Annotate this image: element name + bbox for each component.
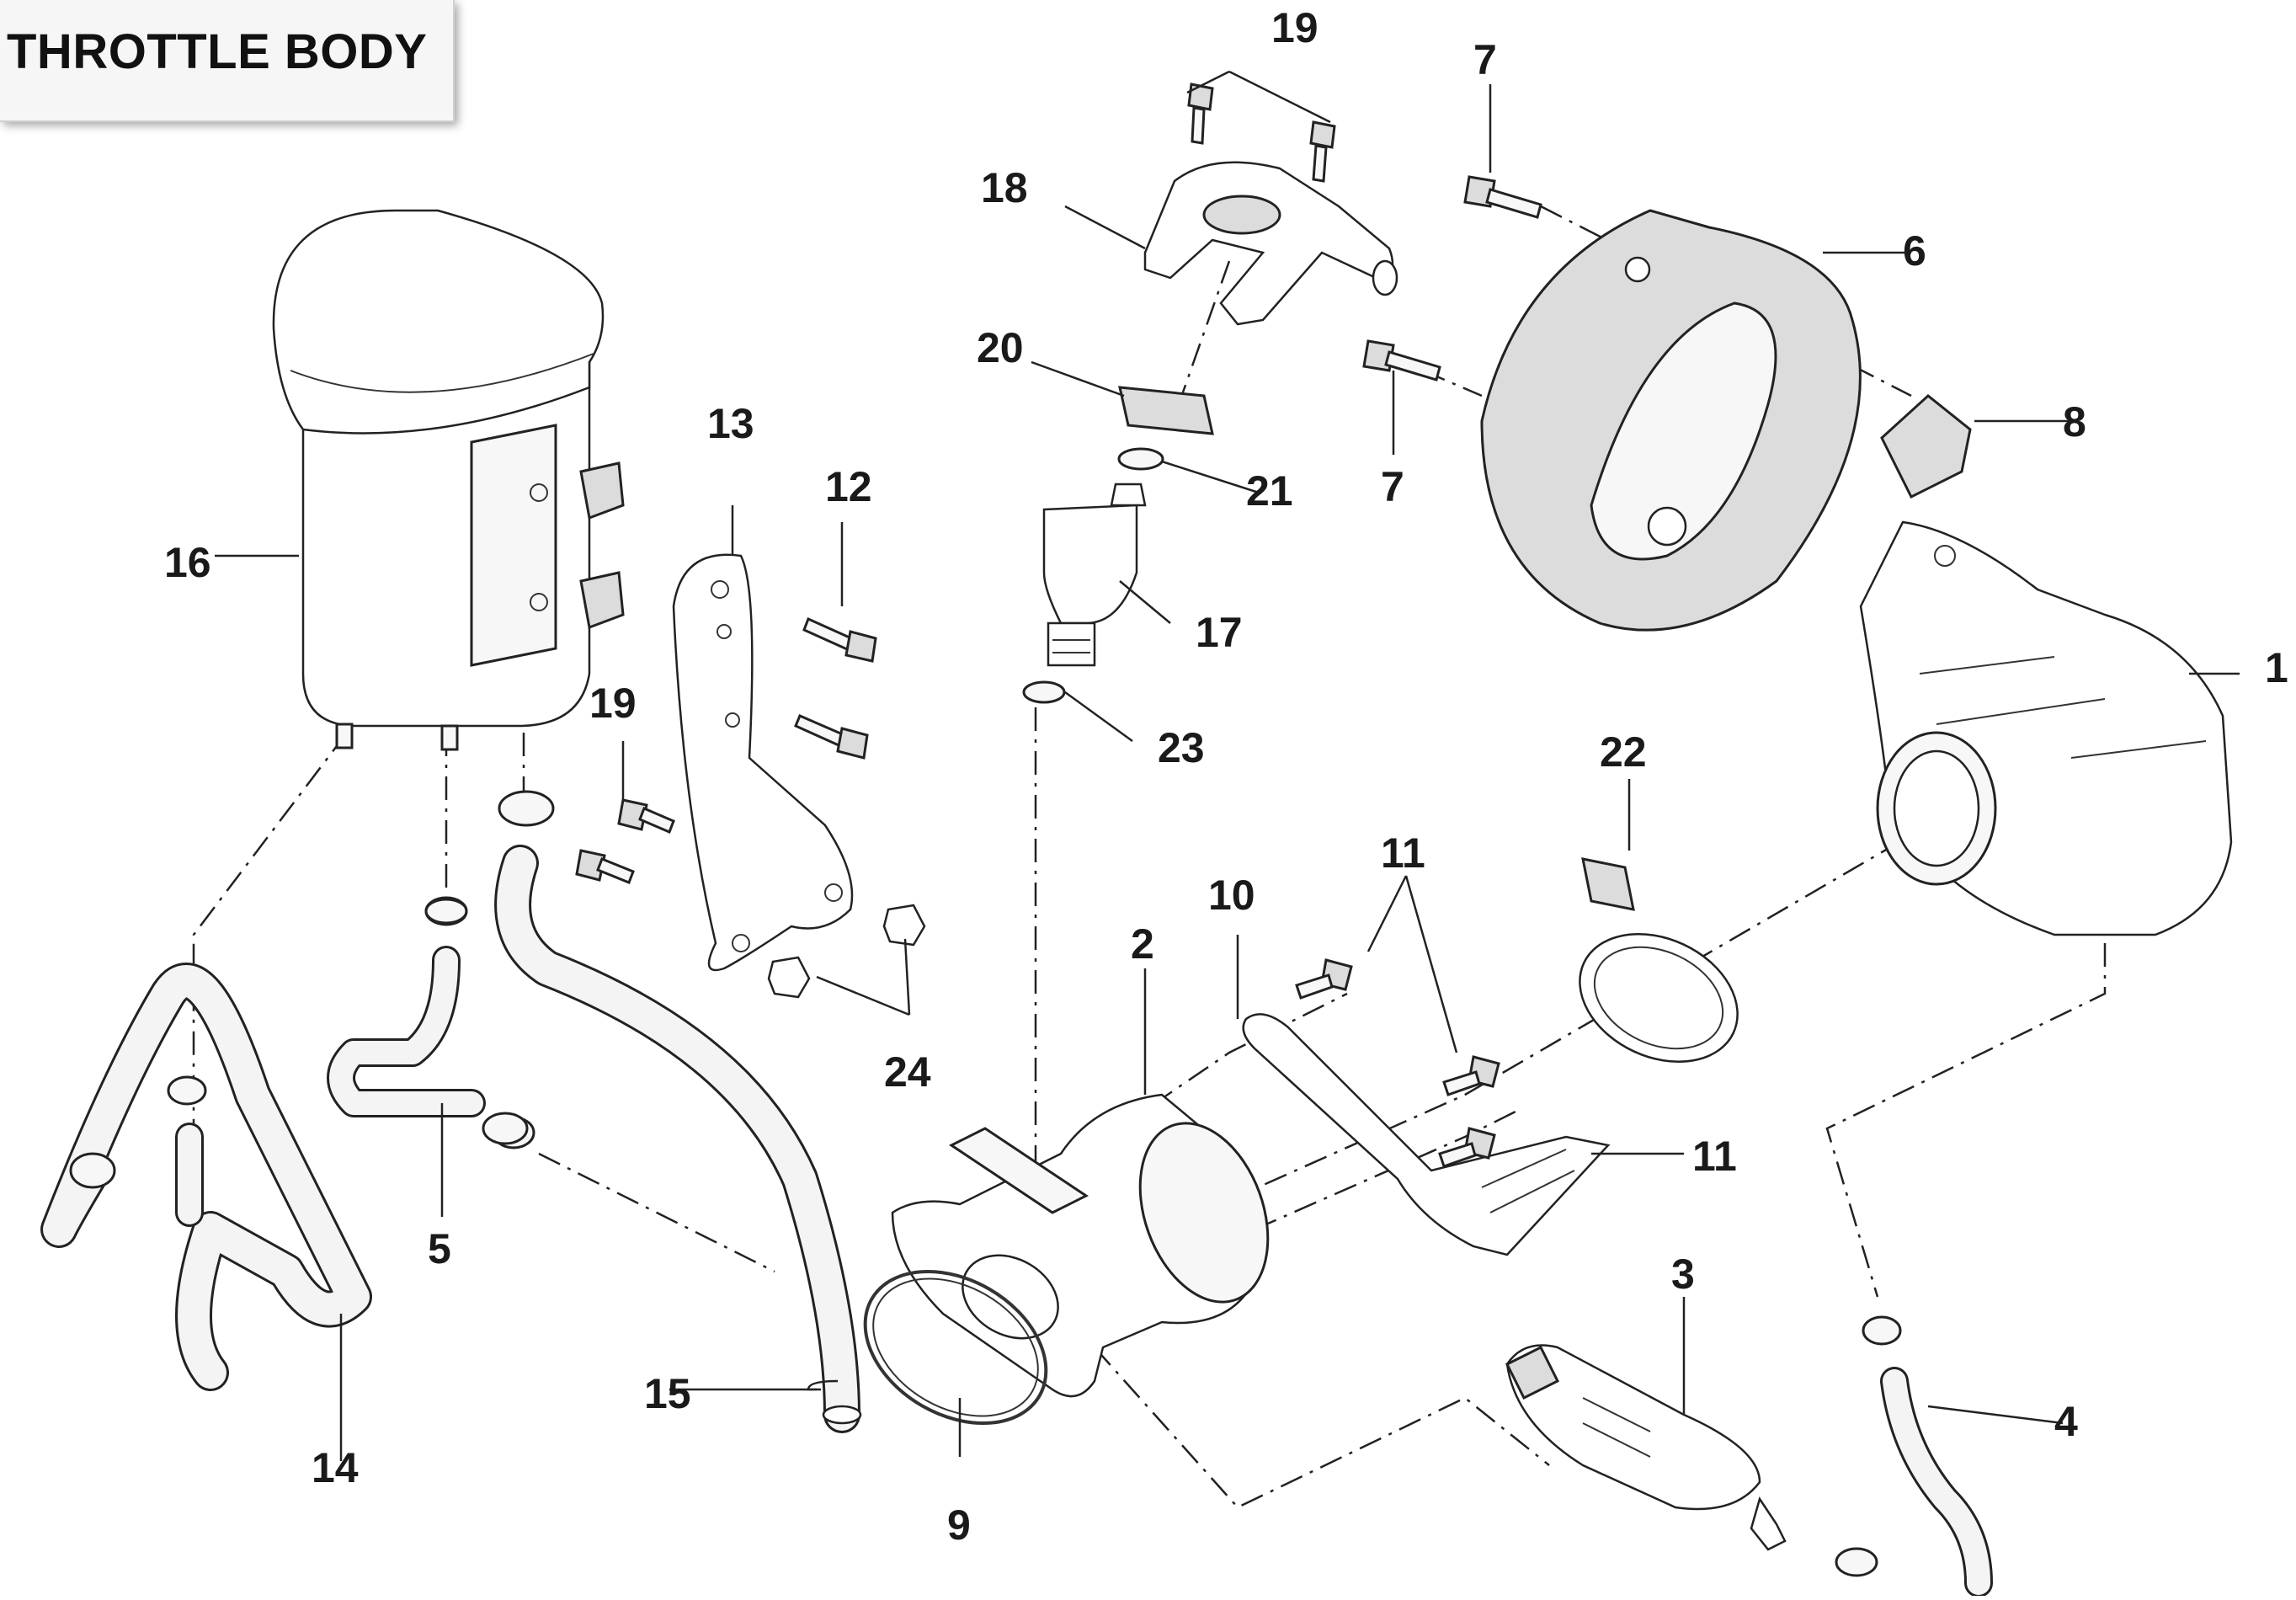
callout-12: 12 (825, 463, 872, 510)
callout-19-top: 19 (1271, 4, 1318, 51)
leader-lines (215, 70, 2240, 1461)
callout-2: 2 (1131, 920, 1154, 968)
part-10-bracket (1242, 1013, 1611, 1256)
part-17-fuel-injector (1042, 483, 1147, 667)
callout-21: 21 (1246, 467, 1293, 515)
part-4-hose (1835, 1315, 1993, 1597)
callout-20: 20 (977, 324, 1024, 371)
callout-9: 9 (947, 1501, 971, 1549)
callout-labels: 19 7 18 6 20 8 21 7 13 12 16 17 1 19 23 … (164, 4, 2288, 1549)
callout-19-lower: 19 (589, 680, 637, 727)
callout-17: 17 (1196, 609, 1243, 656)
callout-7-top: 7 (1473, 36, 1497, 83)
callout-11-top: 11 (1381, 829, 1425, 877)
part-21-o-ring (1117, 447, 1164, 471)
callout-7-lower: 7 (1381, 463, 1404, 510)
callout-11-lower: 11 (1692, 1133, 1737, 1180)
part-24-nuts (767, 904, 926, 999)
callout-22: 22 (1600, 728, 1647, 776)
part-9-o-ring (863, 1269, 1048, 1426)
callout-23: 23 (1158, 724, 1205, 771)
callout-24: 24 (884, 1048, 931, 1096)
diagram-title: THROTTLE BODY (7, 24, 428, 79)
part-6-throttle-cover (1480, 209, 1862, 632)
part-11-bolts (1295, 958, 1500, 1168)
callout-8: 8 (2063, 398, 2086, 445)
callout-5: 5 (428, 1225, 451, 1272)
part-7-bolts (1362, 175, 1542, 381)
callout-16: 16 (164, 539, 211, 586)
callout-18: 18 (981, 164, 1028, 211)
callout-4: 4 (2054, 1398, 2078, 1445)
part-8-clip-nut (1880, 394, 1972, 499)
callout-10: 10 (1208, 872, 1255, 919)
part-14-vapor-hose (40, 963, 372, 1391)
part-16-charcoal-canister (272, 209, 625, 751)
part-1-throttle-body (1859, 520, 2233, 936)
part-18-fuel-rail (1143, 83, 1398, 326)
part-20-clip (1118, 386, 1214, 435)
part-3-purge-valve (1505, 1344, 1787, 1551)
callout-14: 14 (312, 1444, 359, 1491)
part-19-lower-bolts (575, 798, 675, 884)
hose-clamps (424, 898, 529, 1145)
callout-6: 6 (1903, 227, 1926, 275)
part-23-o-ring (1022, 680, 1066, 704)
part-12-bolts (794, 616, 877, 760)
assembly-centerlines (192, 205, 2107, 1509)
title-tab: THROTTLE BODY (0, 0, 455, 122)
callout-13: 13 (707, 400, 754, 447)
part-15-long-hose (494, 790, 862, 1433)
callout-3: 3 (1671, 1251, 1695, 1298)
part-22-hose-clamp (1579, 857, 1739, 1064)
callout-15: 15 (644, 1370, 691, 1417)
callout-1: 1 (2265, 644, 2288, 691)
part-13-bracket (672, 553, 854, 972)
part-2-intake-adapter (891, 1093, 1270, 1398)
